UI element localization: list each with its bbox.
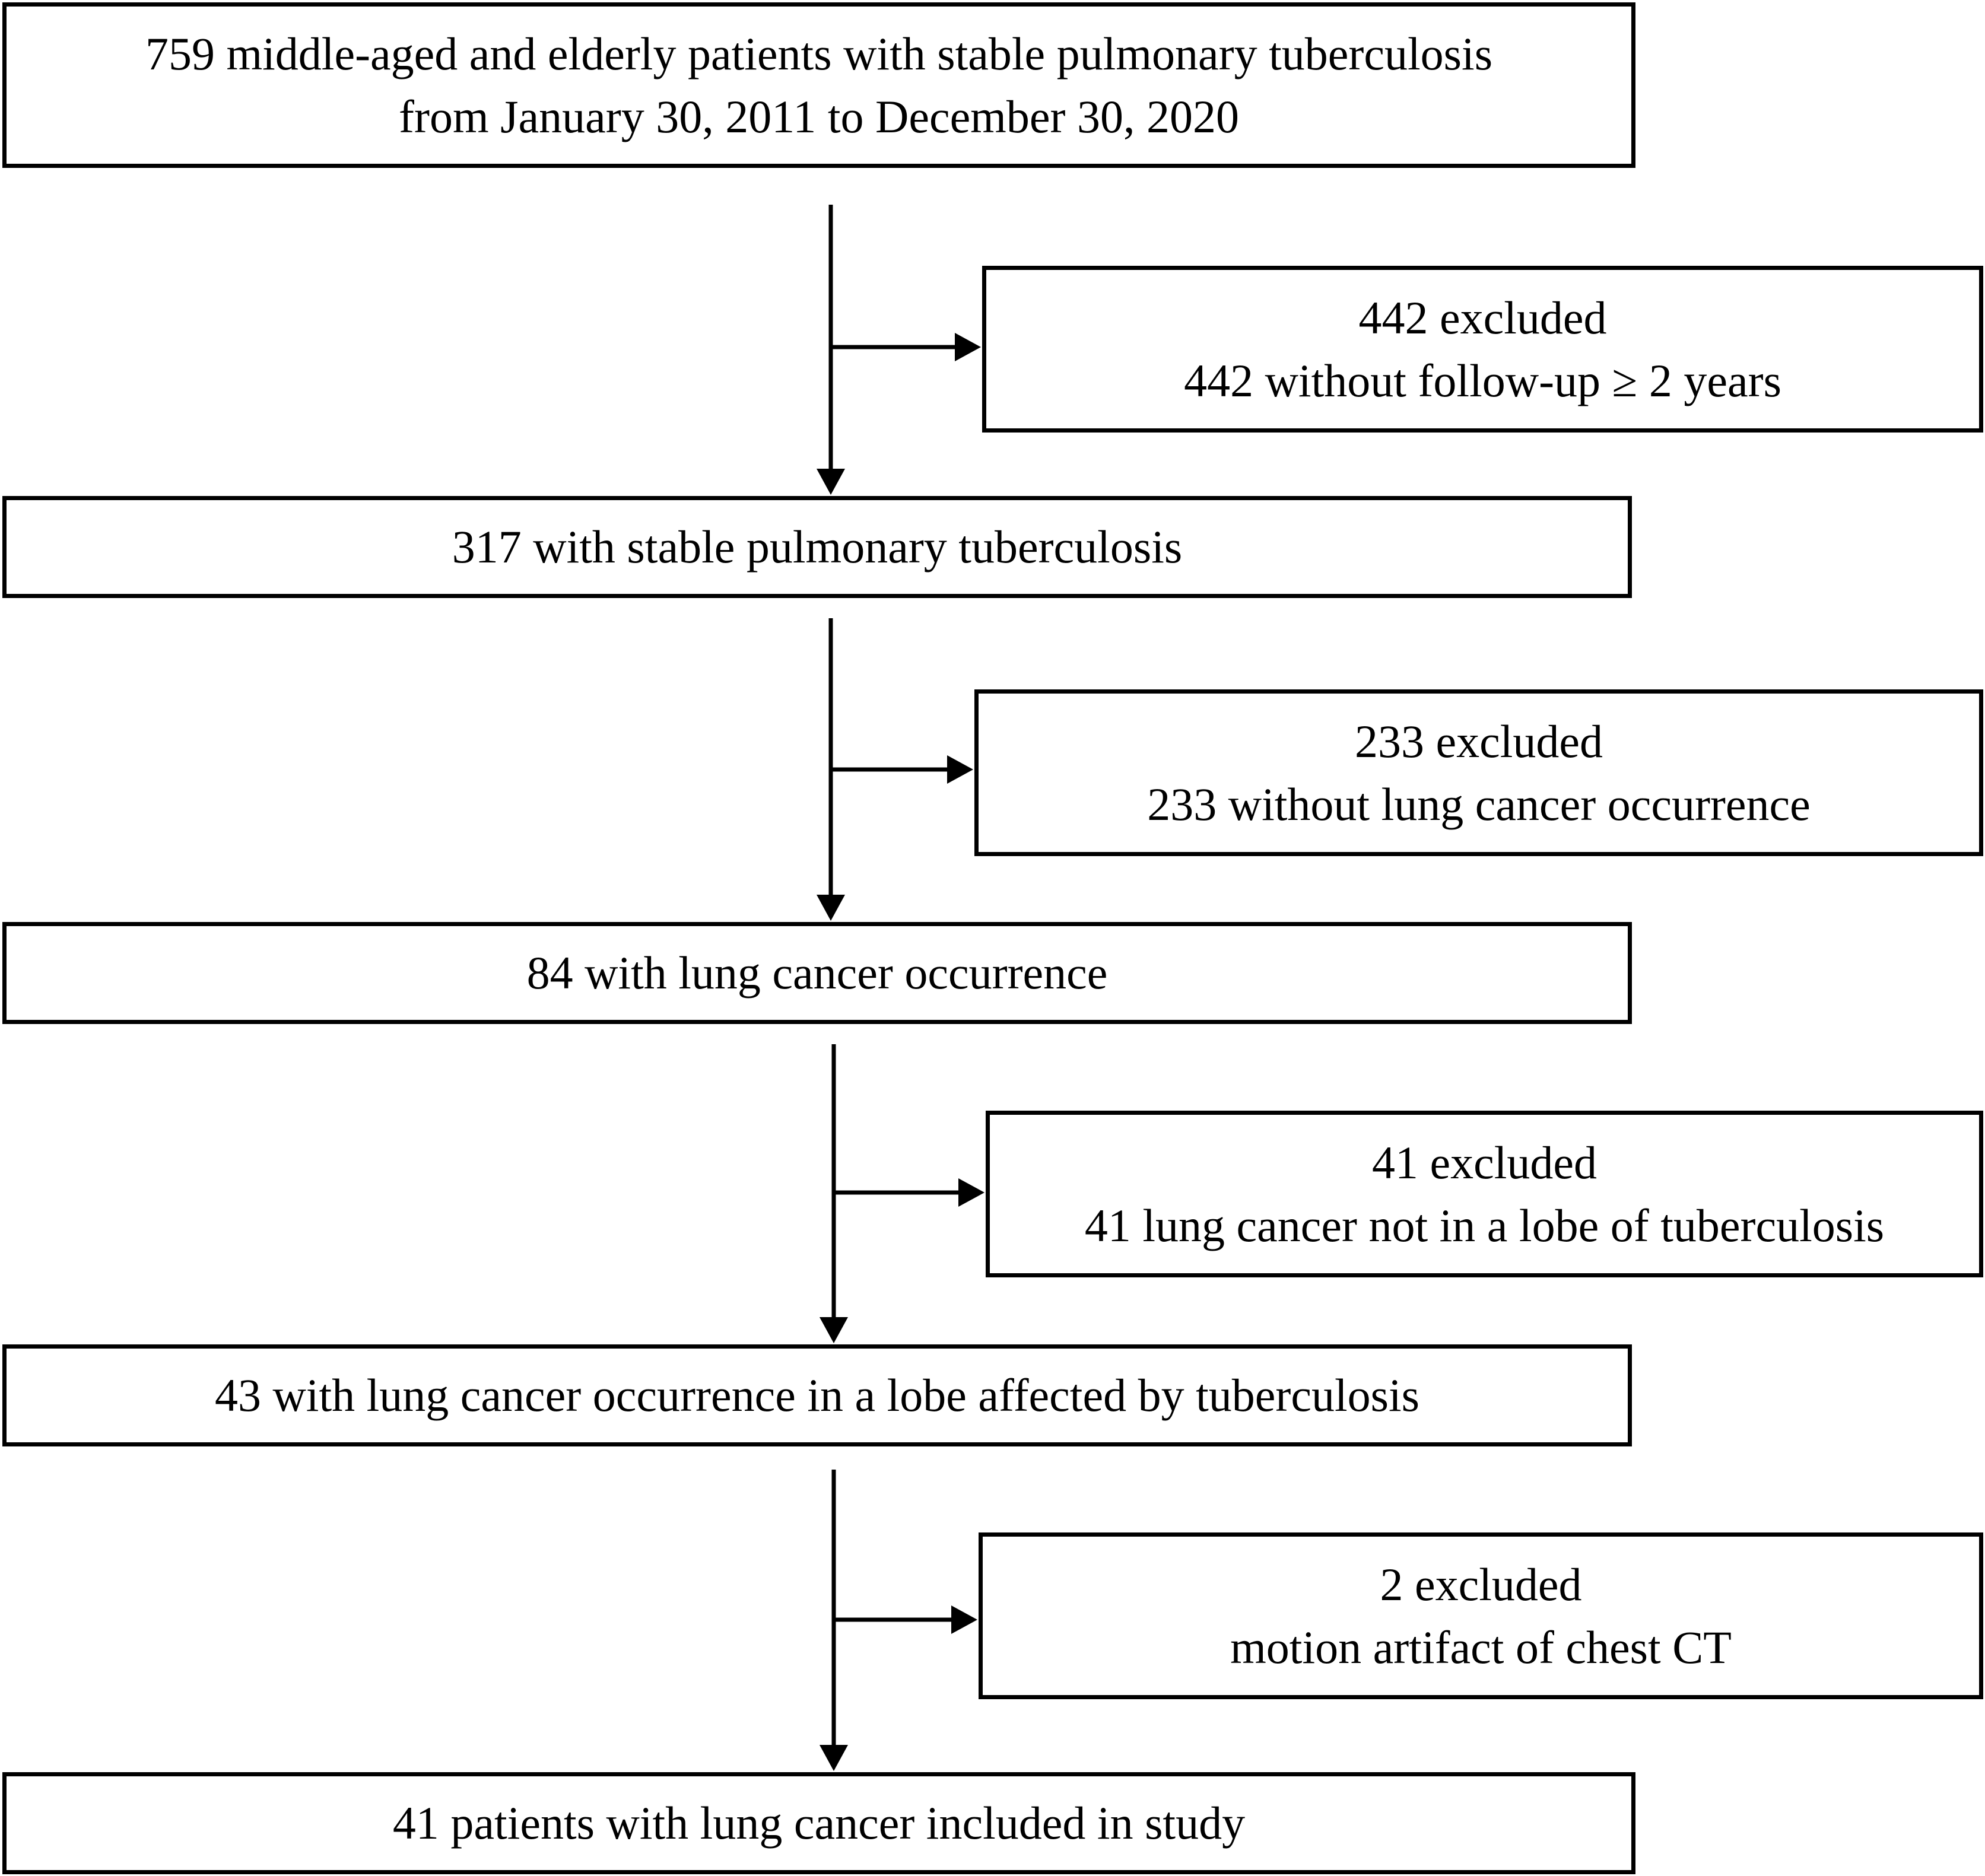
down-arrowhead-1 [817, 469, 845, 495]
exclusion-arrowhead-2 [947, 755, 973, 784]
main-box-included: 41 patients with lung cancer included in… [2, 1772, 1635, 1874]
exclusion-box-motion-artifact: 2 excluded motion artifact of chest CT [979, 1532, 1983, 1699]
exclusion-arrowhead-4 [951, 1605, 977, 1634]
exclusion-arrowhead-1 [955, 333, 981, 361]
main-box-enrolled-line-1: 759 middle-aged and elderly patients wit… [145, 27, 1493, 80]
exclusion-box-no-cancer-line-1: 233 excluded [1354, 715, 1603, 767]
exclusion-box-no-cancer-line-2: 233 without lung cancer occurrence [1147, 778, 1811, 830]
main-box-enrolled: 759 middle-aged and elderly patients wit… [2, 2, 1635, 168]
main-box-tb-lobe-line-1: 43 with lung cancer occurrence in a lobe… [214, 1369, 1420, 1421]
exclusion-box-motion-artifact-line-2: motion artifact of chest CT [1230, 1621, 1732, 1673]
exclusion-box-not-tb-lobe-line-2: 41 lung cancer not in a lobe of tubercul… [1084, 1199, 1885, 1251]
main-box-lung-cancer-line-1: 84 with lung cancer occurrence [526, 947, 1108, 999]
main-box-enrolled-line-2: from January 30, 2011 to December 30, 20… [399, 90, 1239, 142]
exclusion-box-no-cancer: 233 excluded 233 without lung cancer occ… [974, 689, 1983, 856]
exclusion-box-motion-artifact-line-1: 2 excluded [1380, 1558, 1582, 1610]
exclusion-box-not-tb-lobe-line-1: 41 excluded [1371, 1136, 1597, 1188]
down-arrowhead-2 [817, 895, 845, 921]
main-box-stable-tb-line-1: 317 with stable pulmonary tuberculosis [452, 521, 1183, 573]
main-box-included-line-1: 41 patients with lung cancer included in… [392, 1797, 1246, 1849]
exclusion-box-follow-up: 442 excluded 442 without follow-up ≥ 2 y… [982, 266, 1983, 433]
main-box-stable-tb: 317 with stable pulmonary tuberculosis [2, 496, 1632, 598]
down-arrowhead-4 [820, 1745, 848, 1771]
down-arrowhead-3 [820, 1317, 848, 1343]
exclusion-arrowhead-3 [958, 1178, 984, 1207]
exclusion-box-follow-up-line-1: 442 excluded [1358, 291, 1607, 344]
exclusion-box-follow-up-line-2: 442 without follow-up ≥ 2 years [1184, 354, 1781, 406]
main-box-tb-lobe: 43 with lung cancer occurrence in a lobe… [2, 1344, 1632, 1446]
exclusion-box-not-tb-lobe: 41 excluded 41 lung cancer not in a lobe… [986, 1111, 1983, 1277]
main-box-lung-cancer: 84 with lung cancer occurrence [2, 922, 1632, 1024]
